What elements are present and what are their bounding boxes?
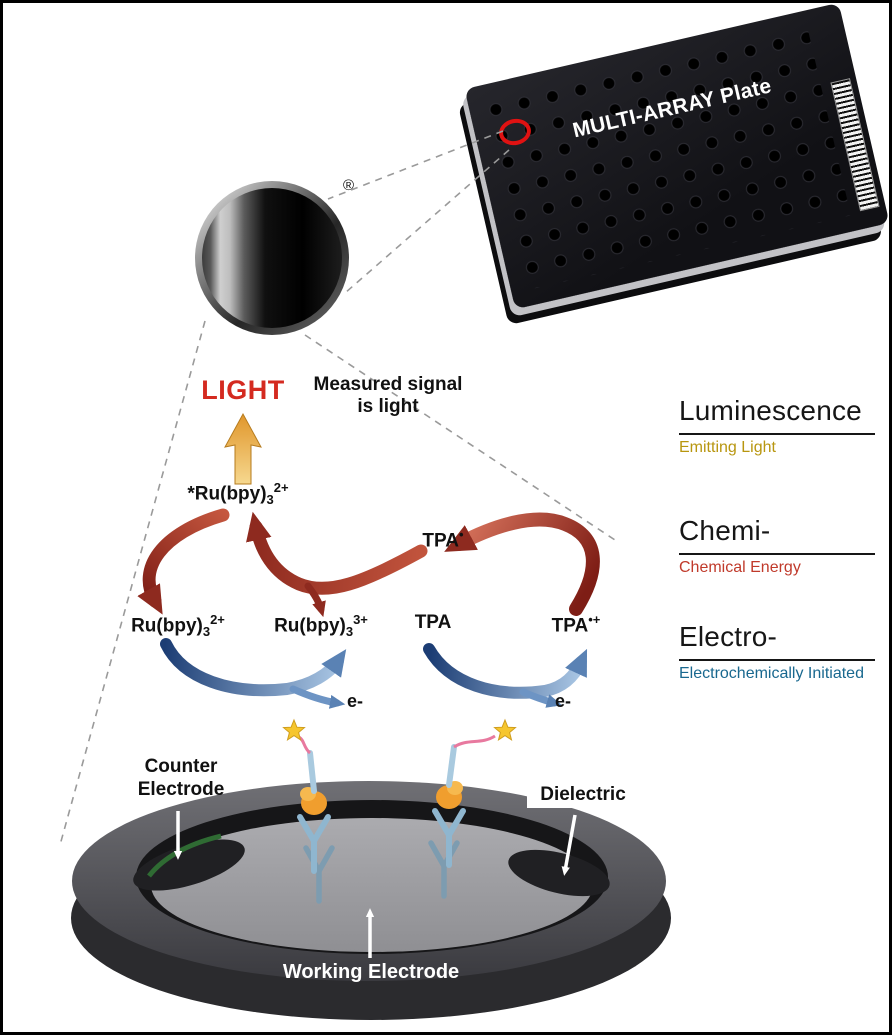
ru2-label: Ru(bpy)32+ xyxy=(131,612,225,640)
measured-signal-label: Measured signal is light xyxy=(313,374,463,417)
barcode xyxy=(830,78,880,212)
well-zoom-circle xyxy=(195,181,349,335)
counter-electrode-label: Counter Electrode xyxy=(137,756,225,800)
legend-luminescence-subtitle: Emitting Light xyxy=(679,439,776,456)
tpa-label: TPA xyxy=(414,612,452,633)
sulfo-tag-star-icon xyxy=(493,718,517,742)
electrode-well-graphic xyxy=(71,781,671,1020)
legend-chemi-title: Chemi- xyxy=(679,515,771,546)
multi-array-plate: MULTI-ARRAY Plate xyxy=(464,3,889,310)
sulfo-tag-star-icon xyxy=(282,718,306,742)
labeled-antibody-assembly xyxy=(432,718,517,868)
dielectric-region xyxy=(508,849,610,897)
dielectric-label: Dielectric xyxy=(527,782,639,808)
legend-luminescence-title: Luminescence xyxy=(679,395,862,426)
electron-left-label: e- xyxy=(346,691,363,711)
capture-antibody-icon xyxy=(303,840,460,904)
well-zoom-inner xyxy=(202,188,342,328)
electron-right-label: e- xyxy=(554,691,571,711)
ru-cycle-arrows-icon xyxy=(137,508,428,709)
legend-electro: Electro- Electrochemically Initiated xyxy=(679,621,875,682)
legend-electro-title: Electro- xyxy=(679,621,778,652)
legend-chemi: Chemi- Chemical Energy xyxy=(679,515,875,576)
legend-chemi-subtitle: Chemical Energy xyxy=(679,559,801,576)
legend-luminescence: Luminescence Emitting Light xyxy=(679,395,875,456)
working-electrode-surface xyxy=(151,818,593,952)
excited-ru-label: *Ru(bpy)32+ xyxy=(187,480,289,508)
working-electrode-label: Working Electrode xyxy=(282,961,460,983)
tpa-radical-label: TPA• xyxy=(422,527,464,552)
plate-label: MULTI-ARRAY Plate xyxy=(570,74,774,143)
counter-electrode-strip xyxy=(147,833,222,878)
tpa-cation-label: TPA•+ xyxy=(551,612,601,637)
registered-mark: ® xyxy=(343,177,355,194)
ru3-label: Ru(bpy)33+ xyxy=(274,612,368,640)
labeled-antibody-assembly xyxy=(282,718,331,874)
light-arrow-icon xyxy=(224,412,262,485)
light-label: LIGHT xyxy=(201,375,285,405)
legend-electro-subtitle: Electrochemically Initiated xyxy=(679,665,864,682)
dielectric-arrow xyxy=(561,814,577,876)
